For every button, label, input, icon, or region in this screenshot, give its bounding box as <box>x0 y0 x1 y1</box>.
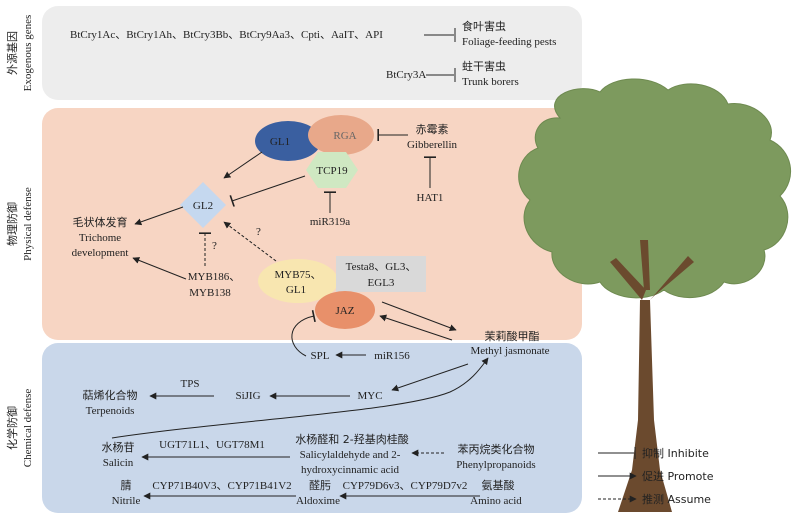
node-rga <box>308 115 374 155</box>
node-myb75-label-1: MYB75、 <box>274 269 321 281</box>
node-gl1-label: GL1 <box>270 136 290 148</box>
sal-acid-en-1: Salicylaldehyde and 2- <box>300 449 401 461</box>
tree-branch-left <box>610 258 646 300</box>
question-2: ? <box>256 226 261 238</box>
node-testa <box>336 256 426 292</box>
nitrile-en: Nitrile <box>112 495 141 507</box>
myc-label: MYC <box>357 390 382 402</box>
trichome-zh: 毛状体发育 <box>73 215 128 229</box>
gibberellin-en: Gibberellin <box>407 139 458 151</box>
node-jaz <box>315 291 375 329</box>
tps-label: TPS <box>181 378 200 390</box>
mir319a-label: miR319a <box>310 216 350 228</box>
node-testa-label-1: Testa8、GL3、 <box>346 261 417 273</box>
aldox-en: Aldoxime <box>296 495 340 507</box>
sal-acid-zh: 水杨醛和 2-羟基肉桂酸 <box>295 432 408 446</box>
edge-spl-jaz <box>291 310 316 357</box>
gibberellin-zh: 赤霉素 <box>416 123 449 136</box>
legend-inhibit-label: 抑制 Inhibite <box>642 446 709 460</box>
tree-branch-right <box>650 256 694 300</box>
trunk-en: Trunk borers <box>462 76 519 88</box>
legend: 抑制 Inhibite 促进 Promote 推测 Assume <box>598 446 714 506</box>
foliage-zh: 食叶害虫 <box>462 19 506 33</box>
label-exogenous-en: Exogenous genes <box>22 15 34 92</box>
label-physical-en: Physical defense <box>22 187 34 261</box>
sijig-label: SiJIG <box>235 390 260 402</box>
tree-crown <box>518 78 791 299</box>
terp-zh: 萜烯化合物 <box>83 388 138 402</box>
genes-trunk: BtCry3A <box>386 69 426 81</box>
edge-tcp19-gl2 <box>229 175 306 207</box>
label-physical-zh: 物理防御 <box>5 202 19 246</box>
nitrile-zh: 腈 <box>121 479 132 492</box>
node-gl2 <box>180 182 226 228</box>
panel-physical <box>42 108 582 340</box>
trichome-en-1: Trichome <box>79 232 121 244</box>
edge-gl2-trichome <box>134 206 184 226</box>
amino-zh: 氨基酸 <box>482 478 515 492</box>
cyp79-label: CYP79D6v3、CYP79D7v2 <box>343 480 468 492</box>
amino-en: Amino acid <box>470 495 522 507</box>
node-gl1 <box>255 121 321 161</box>
node-tcp19-label: TCP19 <box>316 165 348 177</box>
panel-chemical <box>42 343 582 513</box>
tree-illustration <box>518 78 791 512</box>
mir156-label: miR156 <box>374 350 410 362</box>
edge-myb75-gl2 <box>223 221 277 262</box>
ugt-label: UGT71L1、UGT78M1 <box>159 439 265 451</box>
aldox-zh: 醛肟 <box>309 478 331 492</box>
salicin-zh: 水杨苷 <box>102 440 135 454</box>
edge-meja-curve <box>111 357 489 439</box>
legend-promote-label: 促进 Promote <box>642 469 714 483</box>
legend-assume-label: 推测 Assume <box>642 492 711 506</box>
node-myb75 <box>258 259 338 303</box>
salicin-en: Salicin <box>103 457 134 469</box>
phenyl-zh: 苯丙烷类化合物 <box>458 442 535 456</box>
edge-meja-myc <box>391 363 469 392</box>
meja-zh: 茉莉酸甲酯 <box>485 329 540 343</box>
myb186-label-1: MYB186、 <box>188 271 241 283</box>
node-myb75-label-2: GL1 <box>286 284 306 296</box>
node-rga-label: RGA <box>333 130 356 142</box>
trunk-zh: 蛀干害虫 <box>462 59 506 73</box>
terp-en: Terpenoids <box>86 405 135 417</box>
node-gl2-label: GL2 <box>193 200 213 212</box>
meja-en: Methyl jasmonate <box>470 345 549 357</box>
sal-acid-en-2: hydroxycinnamic acid <box>301 464 400 476</box>
phenyl-en: Phenylpropanoids <box>456 459 535 471</box>
edge-myb186-trichome <box>132 257 187 280</box>
hat1-label: HAT1 <box>417 192 444 204</box>
trichome-en-2: development <box>72 247 129 259</box>
edge-jaz-meja-1 <box>381 301 457 332</box>
node-jaz-label: JAZ <box>336 305 355 317</box>
label-chemical-en: Chemical defense <box>22 389 34 468</box>
edge-meja-jaz-2 <box>379 314 453 341</box>
tree-trunk <box>618 300 672 512</box>
node-testa-label-2: EGL3 <box>368 277 395 289</box>
myb186-label-2: MYB138 <box>189 287 231 299</box>
question-1: ? <box>212 240 217 252</box>
spl-label: SPL <box>311 350 330 362</box>
genes-foliage: BtCry1Ac、BtCry1Ah、BtCry3Bb、BtCry9Aa3、Cpt… <box>70 29 383 41</box>
foliage-en: Foliage-feeding pests <box>462 36 556 48</box>
edge-gl1-gl2 <box>223 151 263 179</box>
label-exogenous-zh: 外源基因 <box>5 31 19 75</box>
cyp71-label: CYP71B40V3、CYP71B41V2 <box>152 480 291 492</box>
tree-branch-mid <box>640 240 650 290</box>
label-chemical-zh: 化学防御 <box>5 406 19 450</box>
node-tcp19 <box>306 152 358 188</box>
panel-exogenous <box>42 6 582 100</box>
